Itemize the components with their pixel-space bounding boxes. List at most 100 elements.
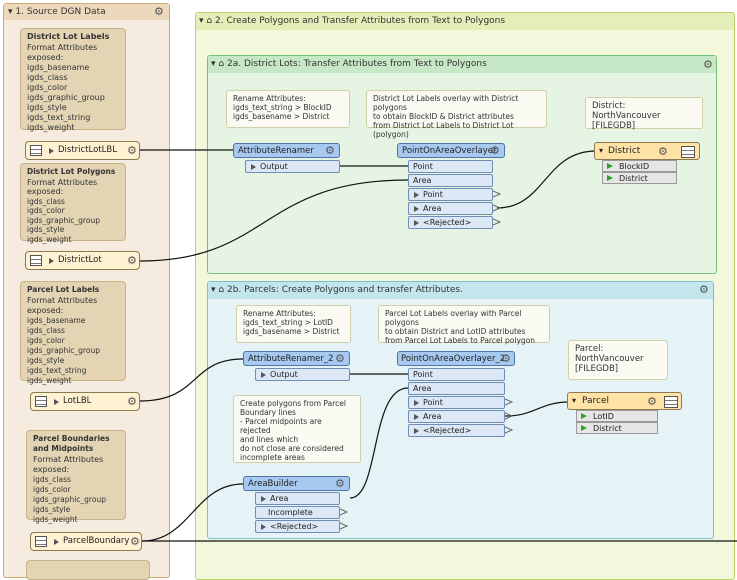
note-attr: igds_class — [33, 475, 71, 484]
lots-bookmark-header[interactable]: ▾ ⌂ 2a. District Lots: Transfer Attribut… — [208, 56, 716, 73]
annotation-line: - Parcel midpoints are rejected — [240, 417, 322, 435]
collapse-icon[interactable]: ▾ — [211, 59, 216, 69]
table-icon — [30, 145, 42, 156]
output-port-area[interactable]: Area — [255, 492, 340, 505]
gear-icon[interactable]: ⚙ — [647, 395, 657, 408]
district-lot-labels-note: District Lot Labels Format Attributes ex… — [20, 28, 126, 132]
collapse-icon[interactable]: ▾ — [8, 7, 13, 17]
note-attr: igds_class — [27, 196, 65, 206]
input-port-point[interactable]: Point — [408, 160, 493, 173]
note-attr: igds_weight — [27, 123, 75, 132]
reader-parcelboundary[interactable]: ParcelBoundary ⚙ — [30, 532, 142, 551]
input-port-area[interactable]: Area — [408, 382, 505, 395]
areabuilder-transformer[interactable]: AreaBuilder ⚙ — [243, 476, 350, 491]
port-label: Output — [270, 370, 298, 379]
output-port-incomplete[interactable]: Incomplete — [255, 506, 340, 519]
annotation-line: District Lot Labels overlay with Distric… — [373, 94, 519, 112]
note-attr: igds_weight — [33, 515, 78, 524]
port-arrow-icon — [414, 400, 419, 406]
reader-districtlot[interactable]: DistrictLot ⚙ — [25, 251, 140, 270]
annotation-line: Parcel: — [575, 344, 604, 354]
output-port-rejected[interactable]: <Rejected> — [255, 520, 340, 533]
writer-annotation: Parcel: NorthVancouver [FILEGDB] — [568, 340, 668, 380]
port-label: Point — [423, 190, 443, 199]
gear-icon[interactable]: ⚙ — [335, 477, 345, 490]
transformer-name: AreaBuilder — [248, 479, 298, 489]
output-port-rejected[interactable]: <Rejected> — [408, 216, 493, 229]
annotation-line: from Parcel Lot Labels to Parcel polygon — [385, 336, 536, 345]
output-port-point[interactable]: Point — [408, 188, 493, 201]
port-label: <Rejected> — [423, 218, 472, 227]
note-attr: igds_graphic_group — [27, 93, 105, 102]
attribute-arrow-icon — [607, 163, 613, 169]
writer-attribute[interactable]: BlockID — [602, 160, 677, 172]
output-port[interactable]: Output — [245, 160, 340, 173]
note-attr: igds_style — [27, 356, 65, 365]
parcel-boundaries-note: Parcel Boundaries and Midpoints Format A… — [26, 430, 126, 524]
writer-annotation: District: NorthVancouver [FILEGDB] — [585, 97, 703, 131]
annotation-line: Create polygons from Parcel — [240, 399, 346, 408]
source-bookmark-header[interactable]: ▾ 1. Source DGN Data — [4, 4, 169, 20]
output-port-area[interactable]: Area — [408, 410, 505, 423]
parcels-bookmark-header[interactable]: ▾ ⌂ 2b. Parcels: Create Polygons and tra… — [208, 282, 713, 299]
port-label: Output — [260, 162, 288, 171]
reader-districtlotlbl[interactable]: DistrictLotLBL ⚙ — [25, 141, 140, 160]
input-port-point[interactable]: Point — [408, 368, 505, 381]
gear-icon[interactable]: ⚙ — [658, 145, 668, 158]
pointonareaoverlayer-transformer[interactable]: PointOnAreaOverlayer ⚙ — [397, 143, 505, 158]
table-icon — [35, 396, 47, 407]
reader-label: ParcelBoundary — [63, 536, 130, 546]
collapse-icon[interactable]: ▾ — [199, 16, 204, 26]
port-label: Area — [270, 494, 289, 503]
input-port-area[interactable]: Area — [408, 174, 493, 187]
district-writer[interactable]: ▾ District ⚙ — [594, 142, 700, 160]
lock-icon: ⌂ — [206, 16, 213, 26]
triangle-icon — [49, 148, 54, 154]
transformer-name: AttributeRenamer_2 — [248, 354, 334, 364]
attributerenamer-transformer[interactable]: AttributeRenamer ⚙ — [233, 143, 340, 158]
gear-icon[interactable]: ⚙ — [490, 144, 500, 157]
writer-attribute[interactable]: LotID — [576, 410, 658, 422]
annotation-line: [FILEGDB] — [592, 121, 636, 131]
chevron-down-icon[interactable]: ▾ — [599, 146, 604, 155]
output-port-area[interactable]: Area — [408, 202, 493, 215]
output-port-point[interactable]: Point — [408, 396, 505, 409]
writer-attribute[interactable]: District — [576, 422, 658, 434]
note-attr: igds_graphic_group — [33, 495, 106, 504]
gear-icon[interactable]: ⚙ — [325, 144, 335, 157]
annotation-line: incomplete areas — [240, 453, 305, 462]
collapse-icon[interactable]: ▾ — [211, 285, 216, 295]
gear-icon[interactable]: ⚙ — [154, 5, 164, 18]
reader-lotlbl[interactable]: LotLBL ⚙ — [30, 392, 140, 411]
note-attr: igds_basename — [27, 63, 90, 72]
rename-annotation: Rename Attributes: igds_text_string > Bl… — [226, 90, 350, 128]
output-port[interactable]: Output — [255, 368, 350, 381]
chevron-down-icon[interactable]: ▾ — [572, 396, 577, 405]
table-icon — [30, 255, 42, 266]
gear-icon[interactable]: ⚙ — [127, 254, 137, 267]
gear-icon[interactable]: ⚙ — [127, 395, 137, 408]
pointonareaoverlayer2-transformer[interactable]: PointOnAreaOverlayer_2 ⚙ — [397, 351, 515, 366]
gear-icon[interactable]: ⚙ — [501, 352, 511, 365]
writer-attribute[interactable]: District — [602, 172, 677, 184]
main-bookmark-header[interactable]: ▾ ⌂ 2. Create Polygons and Transfer Attr… — [196, 13, 734, 30]
port-label: Incomplete — [268, 508, 313, 517]
gear-icon[interactable]: ⚙ — [127, 144, 137, 157]
annotation-line: do not close are considered — [240, 444, 344, 453]
gear-icon[interactable]: ⚙ — [335, 352, 345, 365]
port-arrow-icon — [414, 414, 419, 420]
note-attr: igds_weight — [27, 234, 72, 244]
note-subtitle: Format Attributes exposed: — [27, 296, 98, 315]
gear-icon[interactable]: ⚙ — [699, 283, 709, 296]
gear-icon[interactable]: ⚙ — [130, 535, 140, 548]
table-icon — [681, 146, 695, 158]
attributerenamer2-transformer[interactable]: AttributeRenamer_2 ⚙ — [243, 351, 350, 366]
transformer-name: AttributeRenamer — [238, 146, 314, 156]
port-arrow-icon — [414, 220, 419, 226]
gear-icon[interactable]: ⚙ — [703, 58, 713, 71]
parcel-writer[interactable]: ▾ Parcel ⚙ — [567, 392, 682, 410]
note-title: District Lot Labels — [27, 32, 110, 41]
port-arrow-icon — [261, 524, 266, 530]
note-attr: igds_style — [27, 225, 65, 234]
output-port-rejected[interactable]: <Rejected> — [408, 424, 505, 437]
